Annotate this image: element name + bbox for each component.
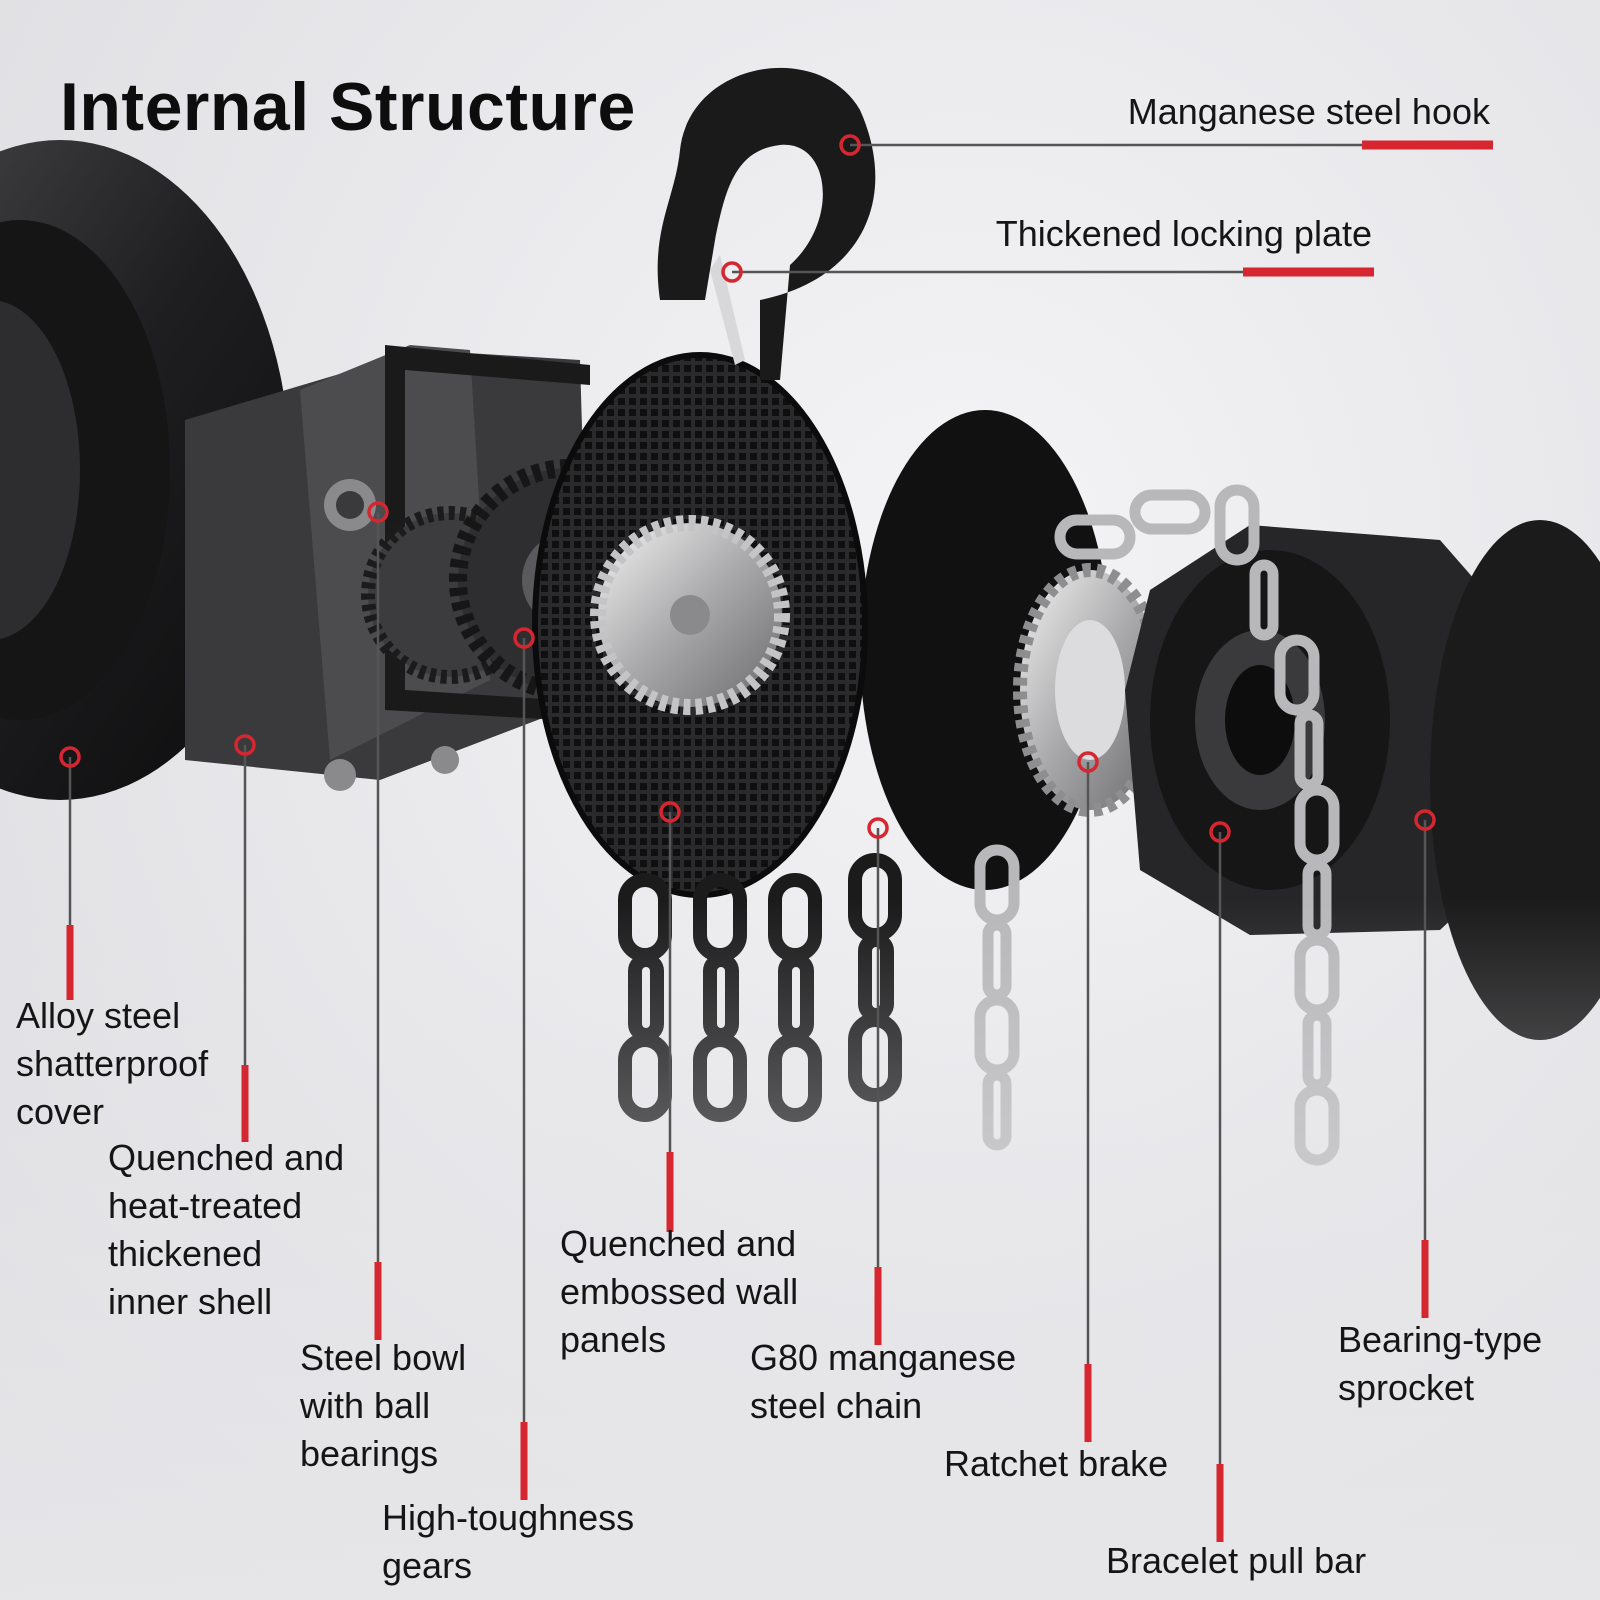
marker-steel-bowl [367,501,389,523]
marker-gears [513,627,535,649]
label-inner-shell-line-1: Quenched and [108,1137,345,1178]
label-steel-bowl: Steel bowl with ball bearings [300,1334,466,1478]
label-sprocket-line-2: sprocket [1338,1367,1475,1408]
embossed-wall-panel [532,352,1110,898]
marker-cover [59,746,81,768]
label-locking-plate: Thickened locking plate [996,210,1372,258]
alloy-steel-cover [0,140,290,800]
label-steel-bowl-line-1: Steel bowl [300,1337,467,1378]
label-wall-panels-line-1: Quenched and [560,1223,797,1264]
label-cover-line-1: Alloy steel [16,995,181,1036]
marker-wall-panels [659,801,681,823]
label-gears: High-toughness gears [382,1494,634,1590]
label-pull-bar: Bracelet pull bar [1106,1537,1366,1585]
label-chain: G80 manganese steel chain [750,1334,1016,1430]
label-locking-plate-line-1: Thickened locking plate [995,213,1372,254]
label-pull-bar-line-1: Bracelet pull bar [1106,1540,1367,1581]
label-hook-line-1: Manganese steel hook [1127,91,1490,132]
label-ratchet-line-1: Ratchet brake [944,1443,1169,1484]
label-cover: Alloy steel shatterproof cover [16,992,208,1136]
marker-hook [839,134,861,156]
label-cover-line-2: shatterproof [16,1043,209,1084]
label-sprocket: Bearing-type sprocket [1338,1316,1542,1412]
label-steel-bowl-line-3: bearings [300,1433,439,1474]
label-cover-line-3: cover [16,1091,105,1132]
page-title: Internal Structure [60,69,636,145]
label-inner-shell: Quenched and heat-treated thickened inne… [108,1134,344,1326]
label-gears-line-2: gears [382,1545,473,1586]
label-gears-line-1: High-toughness [382,1497,635,1538]
label-sprocket-line-1: Bearing-type [1338,1319,1543,1360]
callout-leaders [59,134,1493,1542]
label-wall-panels: Quenched and embossed wall panels [560,1220,798,1364]
marker-locking-plate [721,261,743,283]
label-wall-panels-line-2: embossed wall [560,1271,799,1312]
marker-inner-shell [234,734,256,756]
label-inner-shell-line-3: thickened [108,1233,263,1274]
label-inner-shell-line-2: heat-treated [108,1185,303,1226]
label-steel-bowl-line-2: with ball [300,1385,431,1426]
label-hook: Manganese steel hook [1128,88,1490,136]
marker-sprocket [1414,809,1436,831]
label-inner-shell-line-4: inner shell [108,1281,273,1322]
label-chain-line-1: G80 manganese [750,1337,1017,1378]
label-wall-panels-line-3: panels [560,1319,667,1360]
label-chain-line-2: steel chain [750,1385,923,1426]
marker-chain [867,817,889,839]
marker-ratchet [1077,751,1099,773]
label-ratchet: Ratchet brake [944,1440,1168,1488]
fog-overlay [0,900,1600,1600]
manganese-steel-hook [657,67,876,380]
marker-pull-bar [1209,821,1231,843]
